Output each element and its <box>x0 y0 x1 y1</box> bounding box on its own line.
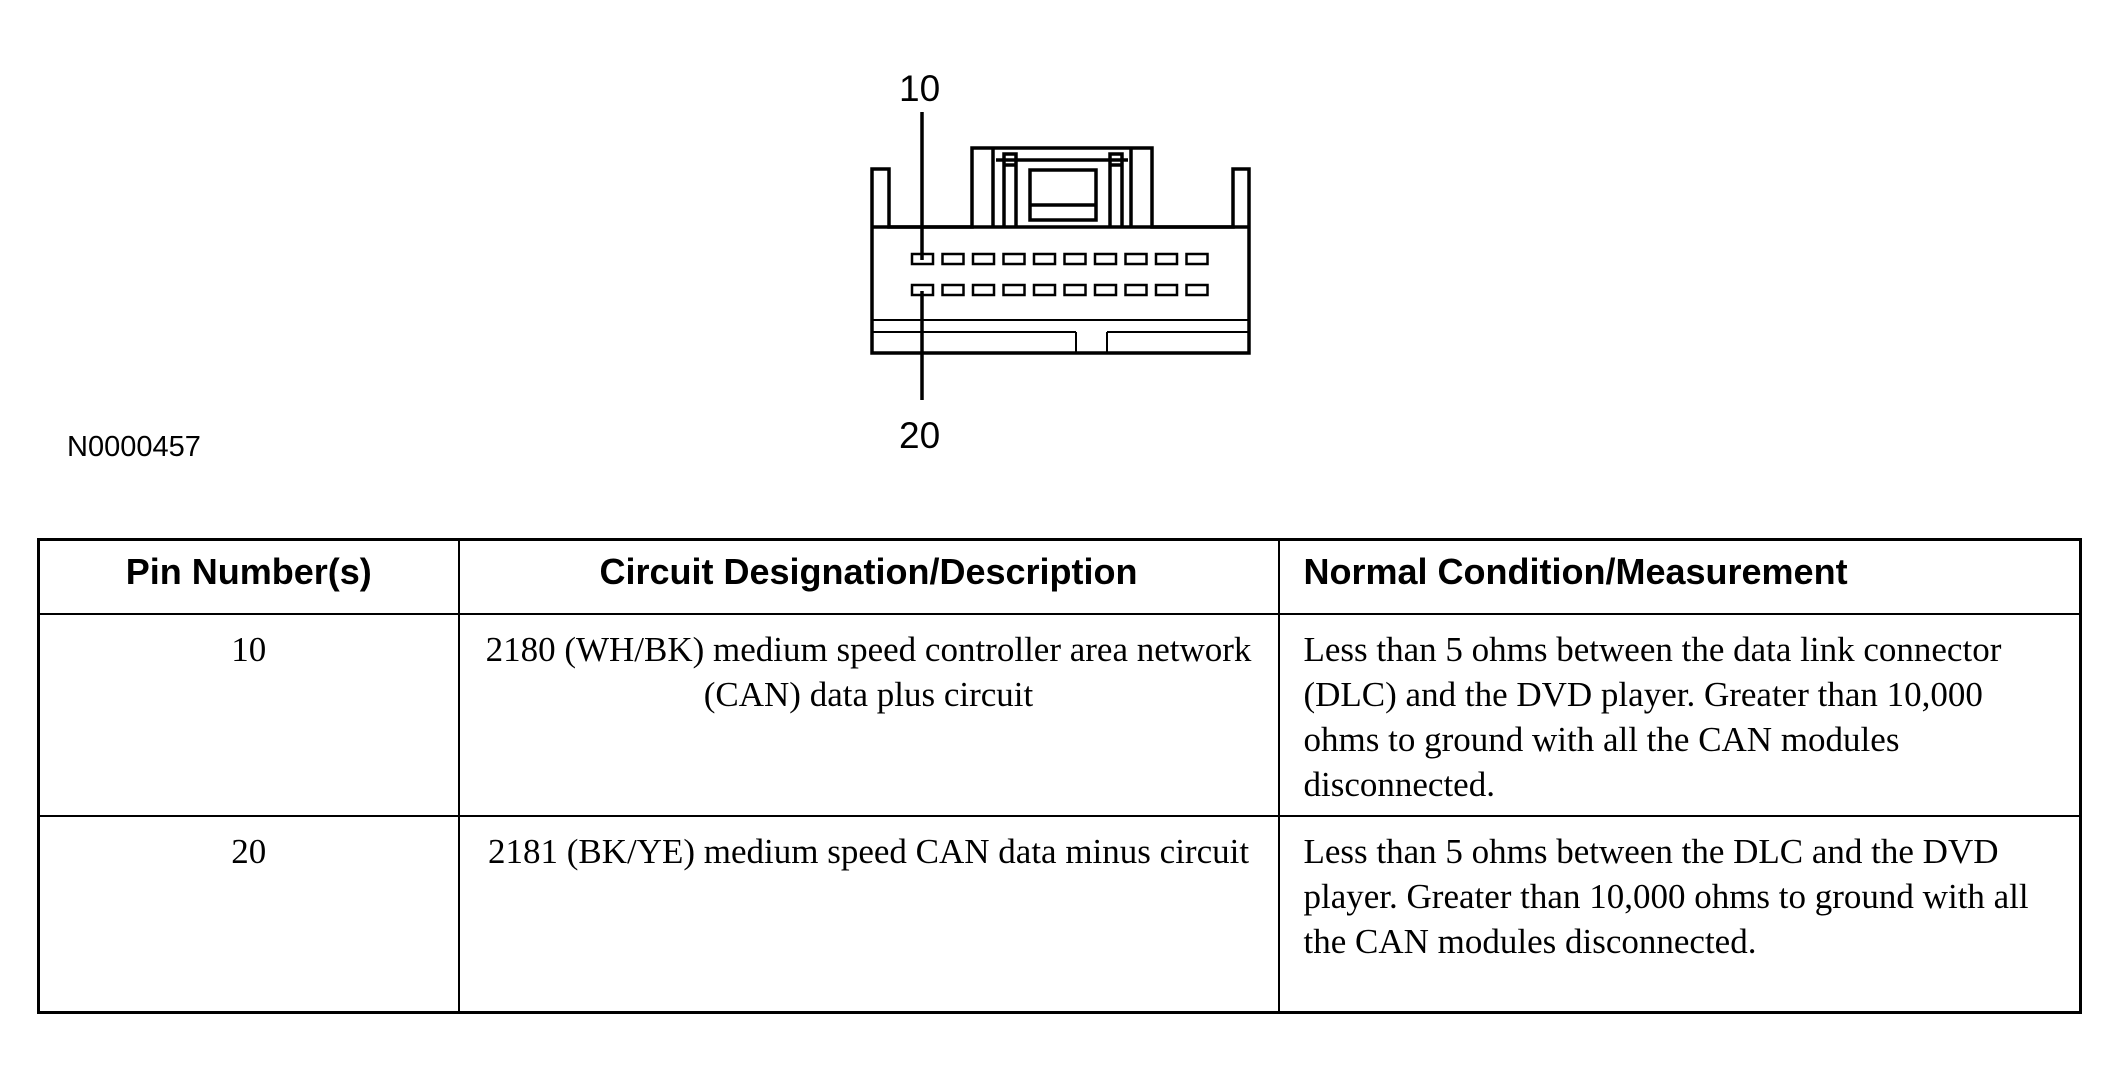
connector-pin-cavity <box>1093 252 1118 266</box>
cell-pin: 20 <box>37 815 460 1013</box>
connector-pin-cavity <box>1002 283 1026 297</box>
cell-circuit: 2180 (WH/BK) medium speed controller are… <box>457 613 1280 817</box>
connector-pin-cavity <box>1002 252 1026 266</box>
connector-latch <box>991 148 1133 227</box>
pin-10-callout: 10 <box>899 68 941 109</box>
connector-pin-cavity <box>1063 283 1087 297</box>
cell-measurement: Less than 5 ohms between the DLC and the… <box>1277 815 2082 1013</box>
table-row: 10 2180 (WH/BK) medium speed controller … <box>37 613 2082 817</box>
table-row: 20 2181 (BK/YE) medium speed CAN data mi… <box>37 815 2082 1013</box>
connector-pin-cavity <box>1032 252 1057 266</box>
connector-pins <box>910 252 1209 297</box>
pin-20-callout: 20 <box>899 415 941 456</box>
connector-pin-cavity <box>1154 252 1179 266</box>
connector-pin-cavity <box>941 283 965 297</box>
pin-table: Pin Number(s) Circuit Designation/Descri… <box>37 538 2082 1014</box>
connector-pin-cavity <box>1032 283 1057 297</box>
connector-pin-cavity <box>1124 283 1148 297</box>
table-header-row: Pin Number(s) Circuit Designation/Descri… <box>37 538 2082 615</box>
header-circuit: Circuit Designation/Description <box>457 538 1280 615</box>
connector-outline <box>870 146 1251 355</box>
connector-pin-cavity <box>1185 252 1209 266</box>
figure-id: N0000457 <box>67 431 201 463</box>
header-measurement: Normal Condition/Measurement <box>1277 538 2082 615</box>
header-pin-number: Pin Number(s) <box>37 538 460 615</box>
connector-pin-cavity <box>1063 252 1087 266</box>
connector-pin-cavity <box>971 252 996 266</box>
cell-circuit: 2181 (BK/YE) medium speed CAN data minus… <box>457 815 1280 1013</box>
connector-diagram <box>870 112 1251 400</box>
connector-pin-cavity <box>1093 283 1118 297</box>
connector-pin-cavity <box>1154 283 1179 297</box>
connector-pin-cavity <box>971 283 996 297</box>
connector-pin-cavity <box>1124 252 1148 266</box>
cell-pin: 10 <box>37 613 460 817</box>
connector-pin-cavity <box>941 252 965 266</box>
connector-pin-cavity <box>1185 283 1209 297</box>
cell-measurement: Less than 5 ohms between the data link c… <box>1277 613 2082 817</box>
